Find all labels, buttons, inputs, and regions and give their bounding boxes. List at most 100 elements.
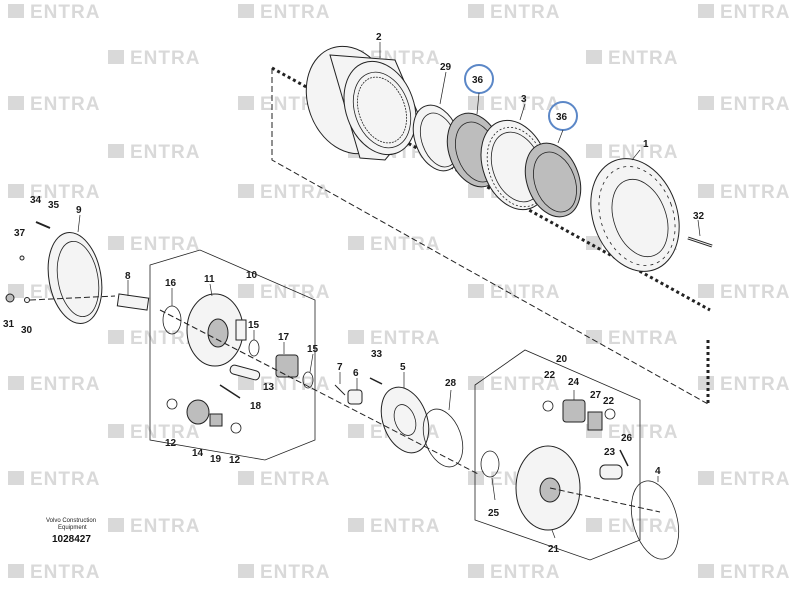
watermark-logo-icon [586,50,602,64]
part-8-shaft [116,293,150,311]
callout-20: 20 [556,354,568,365]
callout-30: 30 [21,325,33,336]
watermark-text: ENTRA [130,48,200,69]
watermark-text: ENTRA [490,282,560,303]
group-box-20 [474,349,641,561]
callout-25: 25 [488,508,500,519]
watermark-logo-icon [468,284,484,298]
watermark-logo-icon [8,564,24,578]
part-2-ring-gear [305,45,421,161]
watermark-text: ENTRA [720,562,790,583]
callout-27: 27 [590,390,602,401]
watermark-text: ENTRA [720,282,790,303]
watermark-logo-icon [348,518,364,532]
watermark-logo-icon [468,471,484,485]
watermark-logo-icon [238,184,254,198]
watermark-logo-icon [698,284,714,298]
watermark-text: ENTRA [260,562,330,583]
watermark-logo-icon [586,144,602,158]
callout-35: 35 [48,200,60,211]
callout-3: 3 [521,94,527,105]
callout-28: 28 [445,378,457,389]
part-32-bolt [687,236,713,248]
callout-21: 21 [548,544,560,555]
callout-23: 23 [604,447,616,458]
watermark-text: ENTRA [608,142,678,163]
watermark-logo-icon [8,184,24,198]
watermark-text: ENTRA [608,328,678,349]
callout-12a: 12 [165,438,177,449]
watermark-text: ENTRA [30,94,100,115]
part-9-cover [29,231,116,325]
callout-9: 9 [76,205,82,216]
watermark-logo-icon [108,518,124,532]
callout-22b: 22 [603,396,615,407]
callout-17: 17 [278,332,290,343]
watermark-logo-icon [348,236,364,250]
watermark-logo-icon [108,424,124,438]
box-10-internals [166,339,314,434]
callout-1: 1 [643,139,649,150]
callout-13: 13 [263,382,275,393]
exploded-view-drawing [5,42,713,561]
callout-36a: 36 [472,75,484,86]
box-20-internals [480,399,661,531]
callout-4: 4 [655,466,661,477]
callout-6: 6 [353,368,359,379]
watermark-text: ENTRA [608,516,678,537]
watermark-text: ENTRA [30,2,100,23]
watermark-logo-icon [238,564,254,578]
watermark-layer: ENTRA ENTRA ENTRA ENTRA ENTRA ENTRA ENTRA ENTRA… [8,2,790,583]
part-1-hub-flange [590,158,680,272]
caption-line-1: Volvo Construction [46,518,96,524]
callout-16: 16 [165,278,177,289]
callout-labels: 1 2 3 4 5 6 7 8 9 10 11 12 12 13 14 15 1… [3,32,705,555]
group-box-10 [149,249,316,461]
callout-29: 29 [440,62,452,73]
part-11-carrier [186,293,247,367]
watermark-text: ENTRA [130,142,200,163]
callout-10: 10 [246,270,258,281]
callout-36b: 36 [556,112,568,123]
watermark-text: ENTRA [30,374,100,395]
watermark-text: ENTRA [30,469,100,490]
callout-34: 34 [30,195,42,206]
callout-15b: 15 [307,344,319,355]
watermark-text: ENTRA [30,182,100,203]
watermark-logo-icon [238,4,254,18]
watermark-text: ENTRA [130,328,200,349]
watermark-text: ENTRA [30,562,100,583]
watermark-logo-icon [468,376,484,390]
watermark-logo-icon [586,518,602,532]
watermark-text: ENTRA [490,562,560,583]
watermark-logo-icon [698,471,714,485]
watermark-logo-icon [468,184,484,198]
watermark-logo-icon [108,236,124,250]
callout-5: 5 [400,362,406,373]
watermark-text: ENTRA [720,469,790,490]
callout-32: 32 [693,211,705,222]
watermark-text: ENTRA [130,234,200,255]
watermark-logo-icon [8,376,24,390]
leader-lines [77,42,701,539]
watermark-logo-icon [8,96,24,110]
watermark-text: ENTRA [260,469,330,490]
watermark-text: ENTRA [608,422,678,443]
callout-37: 37 [14,228,26,239]
watermark-text: ENTRA [720,2,790,23]
watermark-text: ENTRA [370,234,440,255]
watermark-logo-icon [108,50,124,64]
watermark-logo-icon [586,236,602,250]
watermark-text: ENTRA [720,94,790,115]
watermark-logo-icon [586,330,602,344]
caption-line-2: Equipment [58,525,87,531]
watermark-text: ENTRA [370,328,440,349]
watermark-logo-icon [238,284,254,298]
watermark-text: ENTRA [490,374,560,395]
watermark-text: ENTRA [370,516,440,537]
callout-24: 24 [568,377,580,388]
callout-11: 11 [204,274,215,285]
watermark-logo-icon [698,564,714,578]
watermark-text: ENTRA [720,374,790,395]
